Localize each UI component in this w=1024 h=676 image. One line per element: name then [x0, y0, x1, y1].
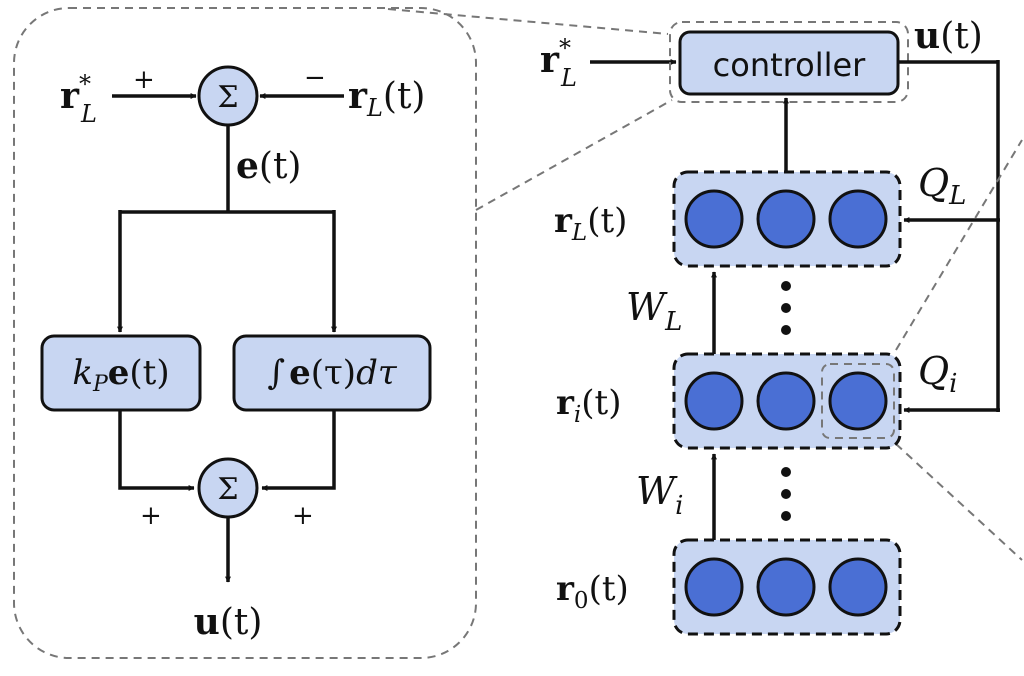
integral-block — [232, 334, 432, 412]
neuron-i-3 — [828, 371, 888, 431]
neuron-0-1 — [684, 557, 744, 617]
zoom-line-right-top — [895, 139, 1023, 351]
zoom-line-bottom — [475, 99, 673, 211]
zoom-line-top — [387, 8, 669, 35]
integral-to-sum-line — [261, 410, 336, 491]
integral-block-label: ∫e(τ)dτ — [267, 353, 397, 393]
network-ref-input-label: r*L — [540, 34, 577, 92]
neuron-i-2 — [756, 371, 816, 431]
detail-ref-input-label: r*L — [60, 70, 97, 128]
ellipsis-dot-upper-1 — [781, 281, 791, 291]
proportional-to-sum-line — [118, 410, 195, 491]
neuron-l-1 — [684, 189, 744, 249]
summation-symbol-bottom: Σ — [217, 472, 238, 507]
control-input-label-l: QL — [918, 161, 966, 211]
error-label: e(t) — [236, 145, 301, 187]
control-input-label-i: Qi — [918, 349, 957, 399]
pid-detail-panel — [13, 7, 477, 659]
neuron-i-1 — [684, 371, 744, 431]
network-output-label: u(t) — [914, 15, 983, 57]
detail-plus-top: + — [133, 65, 155, 95]
neuron-0-2 — [756, 557, 816, 617]
neuron-l-3 — [828, 189, 888, 249]
controller-label: controller — [713, 46, 867, 84]
zoom-line-right-bottom — [895, 443, 1023, 561]
proportional-block-label: kPe(t) — [72, 353, 169, 397]
summation-symbol-top: Σ — [217, 80, 238, 115]
detail-plus-right: + — [292, 501, 314, 531]
ellipsis-dot-upper-2 — [781, 303, 791, 313]
detail-feedback-label: rL(t) — [348, 75, 425, 122]
neuron-0-3 — [828, 557, 888, 617]
weight-label-i: Wi — [636, 469, 683, 521]
ellipsis-dot-upper-3 — [781, 325, 791, 335]
detail-output-label: u(t) — [194, 601, 263, 643]
ellipsis-dot-lower-2 — [781, 489, 791, 499]
layer-l-label: rL(t) — [554, 201, 627, 246]
detail-minus-top: − — [304, 63, 326, 93]
highlighted-neuron-outline — [821, 363, 895, 439]
layer-0-label: r0(t) — [556, 569, 629, 614]
ellipsis-dot-lower-3 — [781, 511, 791, 521]
layer-i-label: ri(t) — [556, 383, 621, 428]
weight-label-l: WL — [626, 285, 682, 337]
neuron-l-2 — [756, 189, 816, 249]
ellipsis-dot-lower-1 — [781, 467, 791, 477]
detail-plus-left: + — [140, 501, 162, 531]
